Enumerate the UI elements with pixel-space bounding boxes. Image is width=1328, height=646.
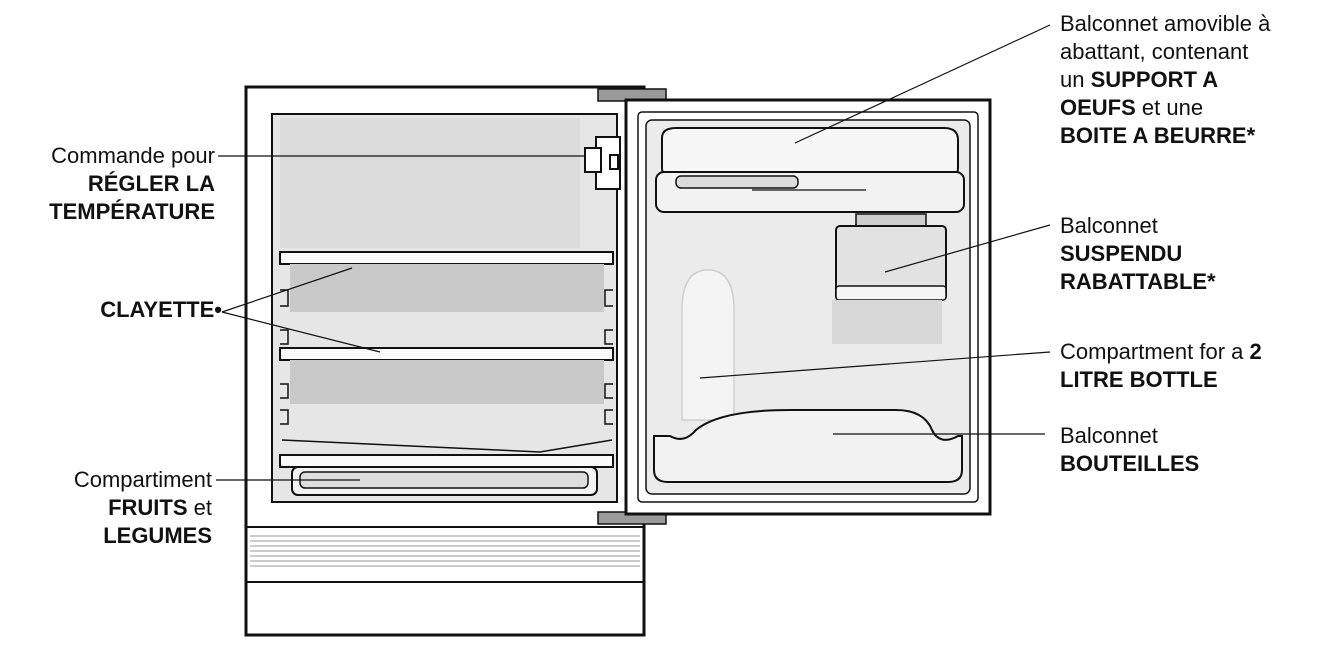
leader-lines [216, 24, 1051, 481]
hanging-bin-bracket [855, 213, 927, 227]
hanging-bin-shadow [832, 300, 942, 344]
shelf-supports [280, 289, 613, 425]
label-commande: Commande pour RÉGLER LA TEMPÉRATURE [49, 142, 215, 226]
label-bouteilles-line1: Balconnet [1060, 423, 1158, 448]
interior-back-wall [280, 118, 580, 248]
shelf-middle [279, 347, 614, 361]
bottle-compartment [681, 269, 735, 421]
leader-balconnet-amovible [794, 24, 1051, 144]
label-fruits-line1: Compartiment [73, 467, 212, 492]
label-fruits-line3: LEGUMES [103, 523, 212, 548]
door-gasket [637, 111, 979, 503]
shelf-top-shadow [290, 264, 604, 312]
label-balconnet-amovible: Balconnet amovible à abattant, contenant… [1060, 10, 1270, 150]
shelf-top [279, 251, 614, 265]
leader-bottle [699, 351, 1051, 379]
shelf-middle-shadow [290, 360, 604, 404]
label-amovible-line5: BOITE A BEURRE* [1060, 123, 1256, 148]
label-bottle-line1: Compartment for a 2 [1060, 339, 1262, 364]
ventilation-grille [250, 535, 640, 567]
label-bottle-line2: LITRE BOTTLE [1060, 367, 1218, 392]
bottle-bin [653, 409, 963, 483]
label-balconnet-bouteilles: Balconnet BOUTEILLES [1060, 422, 1199, 478]
label-fruits-legumes: Compartiment FRUITS et LEGUMES [74, 466, 212, 550]
label-suspendu-line3: RABATTABLE* [1060, 269, 1216, 294]
crisper-cover [279, 454, 614, 468]
cabinet [244, 85, 646, 637]
label-amovible-line1: Balconnet amovible à [1060, 11, 1271, 36]
hanging-bin-base [835, 285, 947, 301]
thermostat-control [584, 136, 621, 190]
label-suspendu-line2: SUSPENDU [1060, 241, 1183, 266]
leader-suspendu [884, 224, 1051, 273]
label-bouteilles-line2: BOUTEILLES [1060, 451, 1200, 476]
label-amovible-line3: un SUPPORT A [1060, 67, 1219, 92]
label-commande-line2: RÉGLER LA [87, 171, 215, 196]
label-clayette-line1: CLAYETTE• [100, 297, 222, 322]
crisper-glass [281, 439, 613, 453]
label-commande-line1: Commande pour [51, 143, 215, 168]
leader-clayette-1 [221, 267, 353, 313]
label-balconnet-suspendu: Balconnet SUSPENDU RABATTABLE* [1060, 212, 1216, 296]
leader-clayette-2 [221, 311, 381, 353]
label-amovible-line4: OEUFS et une [1060, 95, 1204, 120]
label-suspendu-line1: Balconnet [1060, 213, 1158, 238]
label-clayette: CLAYETTE• [100, 296, 222, 324]
butter-box [675, 175, 799, 189]
label-fruits-line2: FRUITS et [108, 495, 212, 520]
door [624, 98, 992, 516]
label-commande-line3: TEMPÉRATURE [49, 199, 215, 224]
label-amovible-line2: abattant, contenant [1060, 39, 1249, 64]
label-bottle-compartment: Compartment for a 2 LITRE BOTTLE [1060, 338, 1262, 394]
